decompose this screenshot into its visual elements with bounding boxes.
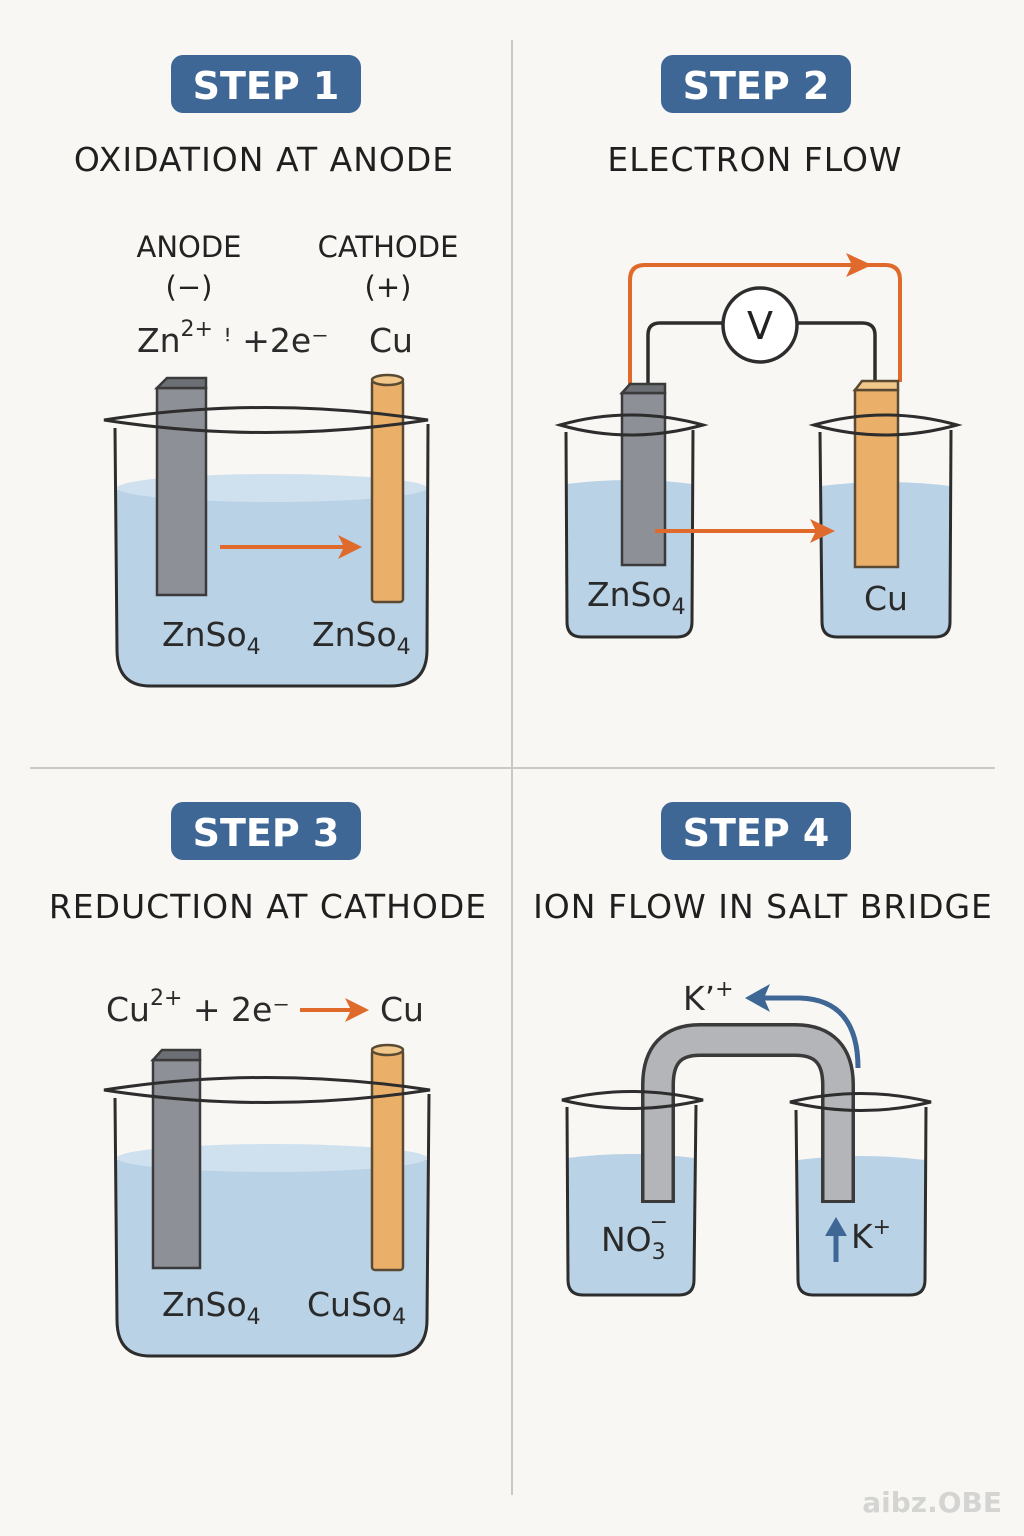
arrow-head-icon [345,998,369,1022]
zinc-electrode-top [153,376,208,390]
anode-equation: Zn2+ ꜝ +2e⁻ [137,317,329,360]
arrow-head-icon [745,984,770,1012]
cathode-metal-label: Cu [369,321,413,360]
zinc-electrode-top [619,382,667,395]
step-1-title: OXIDATION AT ANODE [74,140,454,179]
beaker [103,406,430,688]
step-2-panel: STEP 2 ELECTRON FLOW V ZnSo4 Cu [554,55,963,639]
step-4-badge-text: STEP 4 [683,811,830,855]
right-solution-label: ZnSo4 [312,615,411,660]
step-4-panel: STEP 4 ION FLOW IN SALT BRIDGE K’+ NO3− … [533,802,993,1297]
step-3-panel: STEP 3 REDUCTION AT CATHODE Cu2+ + 2e⁻ C… [49,802,487,1358]
zinc-electrode [151,1058,202,1270]
step-3-badge-text: STEP 3 [193,811,340,855]
copper-electrode-top [852,379,900,392]
step-4-title: ION FLOW IN SALT BRIDGE [533,887,993,926]
arrow-head-icon [338,535,362,559]
copper-electrode-top [370,373,405,387]
step-1-badge-text: STEP 1 [193,64,340,108]
reduction-equation: Cu2+ + 2e⁻ [106,986,290,1029]
anode-label: ANODE [136,230,241,264]
voltmeter [721,286,799,364]
top-ion-label: K’+ [683,977,734,1018]
voltmeter-wire [646,321,877,385]
step-2-badge-text: STEP 2 [683,64,830,108]
step-2-title: ELECTRON FLOW [607,140,902,179]
arrow-head-icon [810,519,835,543]
zinc-electrode-top [150,1048,202,1062]
step-3-title: REDUCTION AT CATHODE [49,887,487,926]
product-label: Cu [380,990,424,1029]
left-solution-label: ZnSo4 [162,615,261,660]
cathode-sign: (+) [365,270,412,304]
right-solution-label: CuSo4 [307,1285,406,1330]
copper-electrode [853,388,900,569]
step-2-badge [661,55,851,113]
anode-sign: (−) [166,270,213,304]
beaker [103,1076,431,1358]
voltmeter-label: V [747,304,773,348]
left-beaker [554,413,709,639]
ion-flow-arrow [760,995,861,1069]
step-1-badge [171,55,361,113]
left-solution-label: ZnSo4 [162,1285,261,1330]
watermark: aibz.OBE [862,1486,1002,1519]
salt-bridge [644,1026,852,1200]
zinc-electrode [620,391,667,567]
right-beaker [808,413,963,639]
step-4-badge [661,802,851,860]
zinc-electrode [155,386,208,597]
copper-electrode-top [370,1043,405,1057]
right-beaker [789,1092,932,1297]
left-beaker [561,1090,704,1297]
nitrate-ion-label: NO3− [601,1210,668,1265]
cathode-label: CATHODE [318,230,459,264]
step-3-badge [171,802,361,860]
arrow-head-icon [846,253,872,277]
arrow-up-icon [825,1217,847,1236]
left-solution-label: ZnSo4 [587,575,686,620]
right-solution-label: Cu [864,579,908,618]
step-1-panel: STEP 1 OXIDATION AT ANODE ANODE (−) CATH… [74,55,459,688]
potassium-ion-label: K+ [851,1215,891,1256]
external-circuit-electron-path [628,263,902,385]
